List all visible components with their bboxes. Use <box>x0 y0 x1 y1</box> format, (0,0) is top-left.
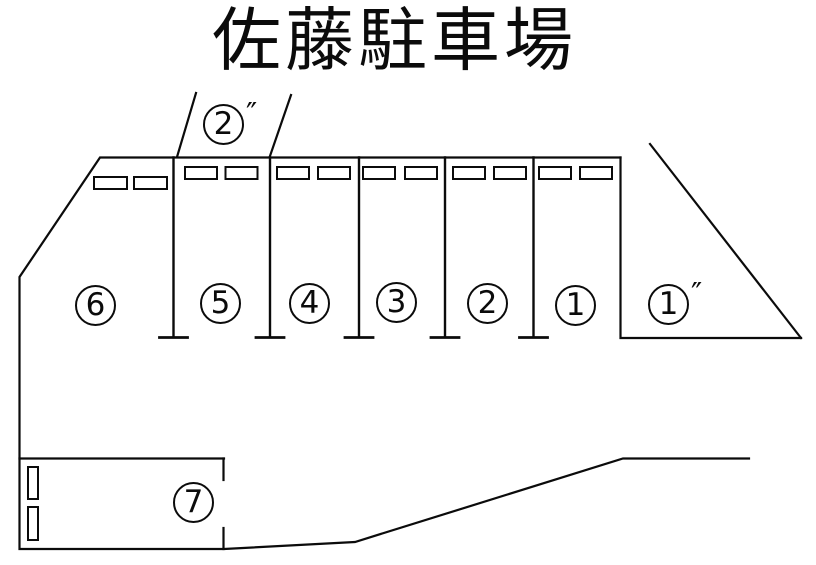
stall-dividers <box>158 156 549 339</box>
spot-label-7: 7 <box>173 482 216 523</box>
spot-circle: 1 <box>555 285 596 326</box>
spot-label-6: 6 <box>75 285 118 326</box>
spot7-outline <box>18 457 226 551</box>
page-title: 佐藤駐車場 <box>212 1 577 81</box>
spot-suffix: ″ <box>691 277 702 312</box>
spot-circle: 4 <box>289 283 330 324</box>
spot-label-4: 4 <box>289 283 332 324</box>
spot-label-3: 3 <box>376 282 419 323</box>
spot-label-2: 2 <box>467 283 510 324</box>
wheel-stops <box>93 166 613 190</box>
spot-label-5: 5 <box>200 283 243 324</box>
spot-circle: 2 <box>203 104 244 145</box>
spot-label-1: 1 <box>555 285 598 326</box>
wheel-stops-spot7 <box>27 466 39 541</box>
lot-boundary <box>18 156 751 551</box>
spot-label-2-prime: 2 ″ <box>203 100 257 145</box>
spot-circle: 6 <box>75 285 116 326</box>
spot-circle: 1 <box>648 284 689 325</box>
lot-right-edge <box>619 142 803 340</box>
spot-circle: 3 <box>376 282 417 323</box>
spot-circle: 2 <box>467 283 508 324</box>
spot-circle: 5 <box>200 283 241 324</box>
callout-slashes <box>175 91 293 159</box>
spot-label-1-prime: 1 ″ <box>648 280 702 325</box>
spot-suffix: ″ <box>246 97 257 132</box>
spot-circle: 7 <box>173 482 214 523</box>
